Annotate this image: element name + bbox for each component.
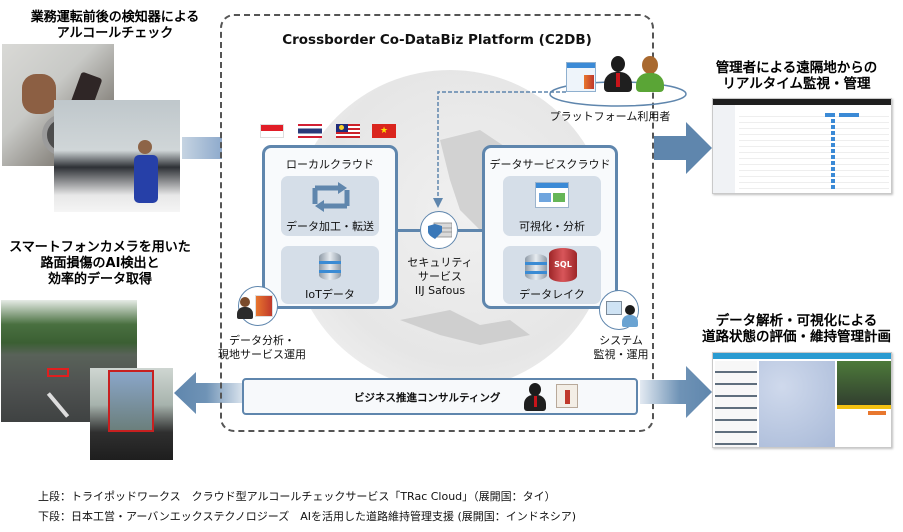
business-consulting-label: ビジネス推進コンサルティング bbox=[354, 392, 501, 404]
local-cloud-label: ローカルクラウド bbox=[286, 158, 374, 171]
firewall-shield-icon bbox=[428, 222, 452, 239]
transfer-arrows-icon bbox=[312, 182, 350, 212]
security-service-node bbox=[420, 211, 458, 249]
left-bottom-title-line1: スマートフォンカメラを用いた bbox=[9, 240, 191, 255]
data-analysis-node bbox=[237, 286, 278, 326]
data-analysis-line2: 現地サービス運用 bbox=[218, 348, 306, 361]
caption-lower: 下段：日本工営・アーバンエックステクノロジーズ AIを活用した道路維持管理支援 … bbox=[38, 510, 577, 523]
report-document-icon bbox=[566, 62, 596, 92]
security-service-label: セキュリティ サービス IIJ Safous bbox=[400, 256, 480, 298]
database-icon bbox=[525, 254, 547, 280]
businessman-user-icon bbox=[604, 56, 632, 92]
malaysia-flag-icon bbox=[336, 124, 360, 138]
system-monitoring-label: システム 監視・運用 bbox=[586, 334, 656, 362]
vietnam-flag-icon: ★ bbox=[372, 124, 396, 138]
right-bottom-title-line1: データ解析・可視化による bbox=[715, 313, 878, 329]
data-analysis-line1: データ分析・ bbox=[229, 334, 295, 347]
data-service-cloud-label: データサービスクラウド bbox=[489, 158, 611, 171]
data-lake-box: SQL データレイク bbox=[503, 246, 601, 304]
data-analysis-label: データ分析・ 現地サービス運用 bbox=[212, 334, 312, 362]
businesswoman-user-icon bbox=[636, 56, 664, 92]
smartphone-camera-photo bbox=[90, 368, 173, 460]
visualization-label: 可視化・分析 bbox=[519, 220, 585, 233]
iot-data-box: IoTデータ bbox=[281, 246, 379, 304]
platform-title: Crossborder Co-DataBiz Platform (C2DB) bbox=[282, 32, 592, 48]
system-monitoring-line2: 監視・運用 bbox=[593, 348, 649, 361]
monitoring-dashboard-screenshot bbox=[712, 98, 892, 194]
left-bottom-title-line2: 路面損傷のAI検出と bbox=[40, 256, 160, 271]
presentation-board-icon bbox=[556, 384, 578, 408]
left-top-title-line1: 業務運転前後の検知器による bbox=[30, 10, 200, 25]
business-consulting-box: ビジネス推進コンサルティング bbox=[242, 378, 638, 415]
alcohol-check-photo-bus bbox=[54, 100, 180, 212]
output-arrow-bottom-right bbox=[640, 366, 712, 418]
data-lake-label: データレイク bbox=[519, 288, 585, 301]
consultant-person-icon bbox=[524, 383, 546, 411]
platform-frame bbox=[220, 14, 654, 432]
left-top-title-line2: アルコールチェック bbox=[56, 26, 174, 41]
left-bottom-title: スマートフォンカメラを用いた 路面損傷のAI検出と 効率的データ取得 bbox=[0, 240, 200, 288]
right-top-title: 管理者による遠隔地からの リアルタイム監視・管理 bbox=[690, 60, 903, 92]
left-bottom-title-line3: 効率的データ取得 bbox=[47, 272, 152, 287]
database-icon bbox=[319, 252, 341, 280]
right-bottom-title: データ解析・可視化による 道路状態の評価・維持管理計画 bbox=[690, 313, 903, 345]
local-cloud-box: ローカルクラウド データ加工・転送 IoTデータ bbox=[262, 145, 398, 309]
security-line3: IIJ Safous bbox=[414, 284, 466, 297]
thailand-flag-icon bbox=[298, 124, 322, 138]
platform-users-label: プラットフォーム利用者 bbox=[549, 110, 671, 123]
computer-monitor-icon bbox=[606, 301, 622, 315]
local-to-security-line bbox=[398, 229, 420, 232]
operator-person-icon bbox=[622, 305, 638, 327]
security-to-service-line bbox=[458, 229, 482, 232]
dashboard-window-icon bbox=[535, 182, 569, 208]
road-map-analysis-screenshot bbox=[712, 352, 892, 448]
data-processing-label: データ加工・転送 bbox=[286, 220, 374, 233]
iot-data-label: IoTデータ bbox=[305, 288, 355, 301]
output-arrow-left bbox=[174, 372, 246, 414]
right-top-title-line2: リアルタイム監視・管理 bbox=[722, 76, 871, 92]
left-top-title: 業務運転前後の検知器による アルコールチェック bbox=[0, 10, 230, 42]
output-arrow-top-right bbox=[654, 122, 712, 174]
input-arrow-top bbox=[182, 137, 222, 159]
system-monitoring-node bbox=[599, 290, 639, 330]
bar-chart-icon bbox=[255, 295, 273, 317]
right-bottom-title-line2: 道路状態の評価・維持管理計画 bbox=[702, 329, 891, 345]
security-line2: サービス bbox=[418, 270, 462, 283]
users-to-security-connector bbox=[433, 91, 566, 208]
analyst-person-icon bbox=[237, 297, 253, 319]
data-service-cloud-box: データサービスクラウド 可視化・分析 SQL データレイク bbox=[482, 145, 618, 309]
indonesia-flag-icon bbox=[260, 124, 284, 138]
right-top-title-line1: 管理者による遠隔地からの bbox=[715, 60, 878, 76]
security-line1: セキュリティ bbox=[407, 256, 473, 269]
caption-upper: 上段：トライポッドワークス クラウド型アルコールチェックサービス「TRac Cl… bbox=[38, 490, 556, 503]
data-processing-box: データ加工・転送 bbox=[281, 176, 379, 236]
visualization-box: 可視化・分析 bbox=[503, 176, 601, 236]
sql-database-icon: SQL bbox=[549, 248, 577, 282]
system-monitoring-line1: システム bbox=[599, 334, 643, 347]
